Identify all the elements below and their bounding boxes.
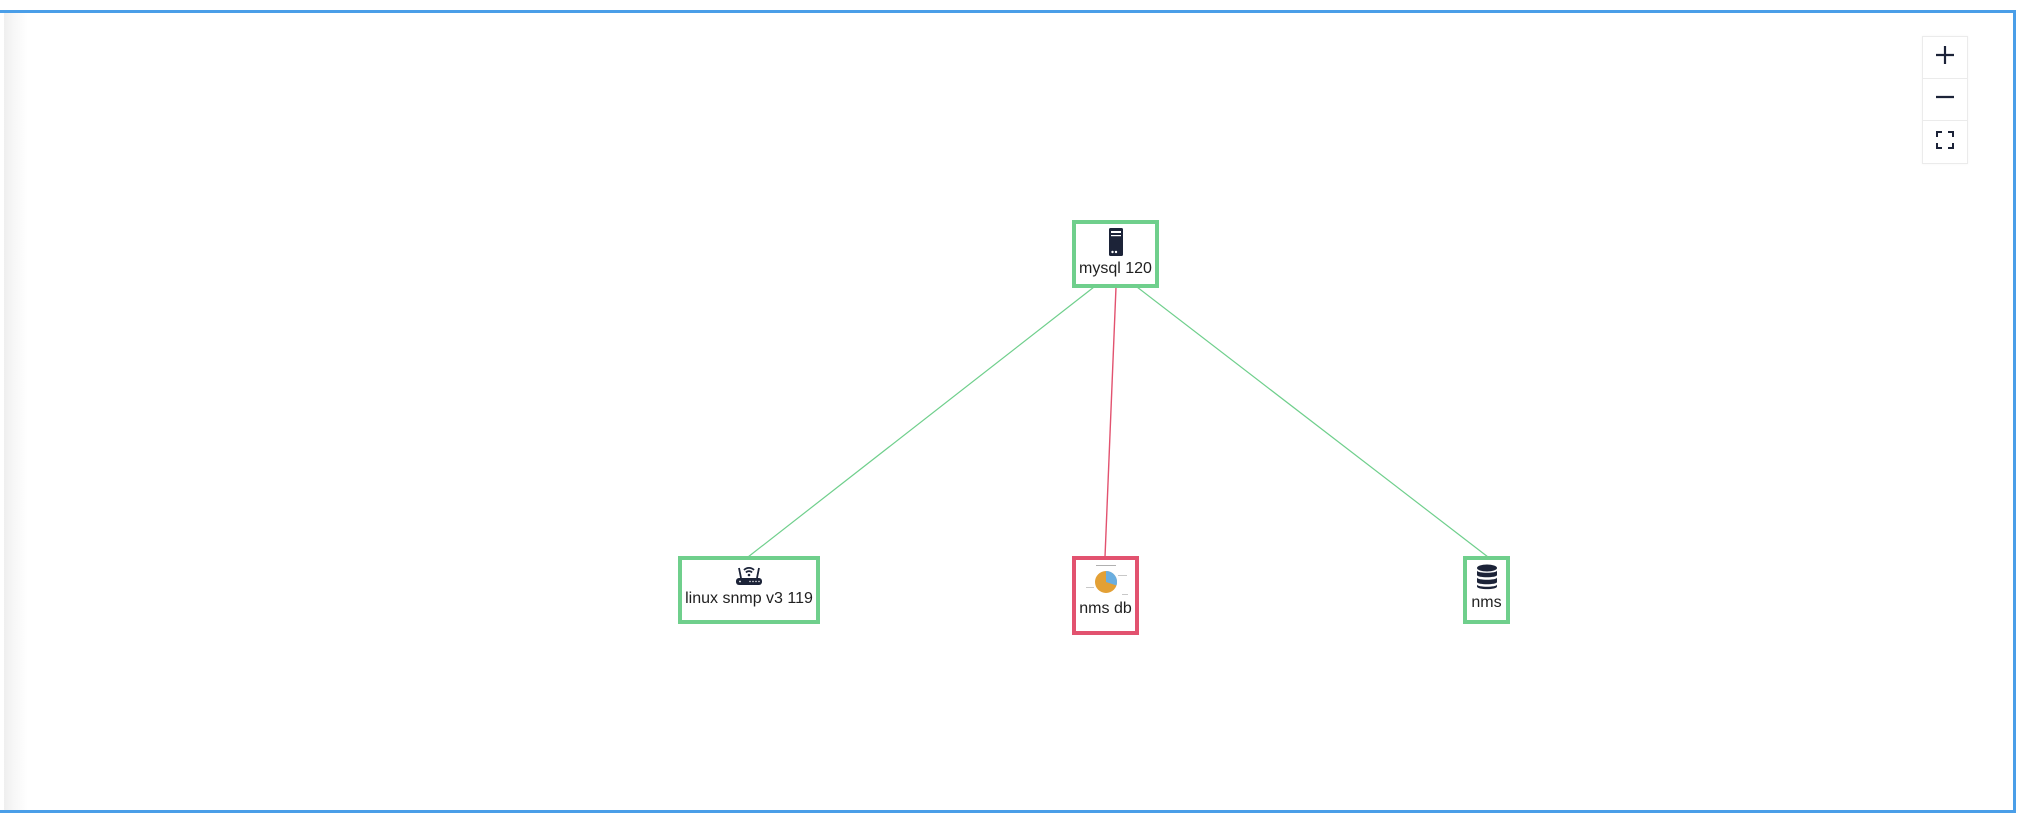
node-nms-db[interactable]: nms db [1072, 556, 1139, 635]
zoom-out-button[interactable] [1923, 79, 1967, 121]
node-nms[interactable]: nms [1463, 556, 1510, 624]
node-mysql-120[interactable]: mysql 120 [1072, 220, 1159, 288]
fullscreen-icon [1936, 130, 1954, 154]
edge-mysql-to-nms-db [1104, 286, 1117, 558]
node-label: nms db [1079, 600, 1132, 617]
server-icon [1108, 228, 1124, 256]
plus-icon [1935, 45, 1955, 70]
zoom-controls [1922, 36, 1968, 164]
database-icon [1476, 564, 1498, 590]
node-label: mysql 120 [1079, 260, 1152, 277]
minus-icon [1935, 87, 1955, 112]
zoom-in-button[interactable] [1923, 37, 1967, 79]
edge-mysql-to-linux [747, 286, 1095, 558]
fit-to-screen-button[interactable] [1923, 121, 1967, 163]
router-icon [735, 564, 763, 586]
node-label: nms [1471, 594, 1502, 611]
node-linux-snmp-v3-119[interactable]: linux snmp v3 119 [678, 556, 820, 624]
node-label: linux snmp v3 119 [685, 590, 813, 607]
edge-mysql-to-nms [1136, 286, 1489, 558]
pie-chart-thumbnail-icon [1077, 563, 1134, 597]
left-scroll-strip [4, 13, 28, 810]
